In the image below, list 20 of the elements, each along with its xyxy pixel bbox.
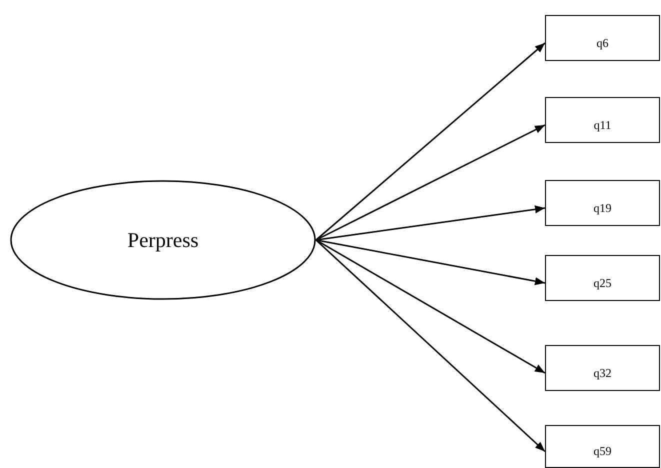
item-label: q25 (594, 276, 612, 290)
item-label: q11 (594, 118, 612, 132)
indicator-box (545, 15, 660, 61)
item-label: q6 (596, 36, 608, 50)
indicator-box (545, 97, 660, 143)
arrow (316, 239, 546, 452)
arrow (316, 205, 546, 241)
latent-variable-ellipse (10, 180, 316, 300)
item-label: q32 (594, 366, 612, 380)
item-label: q19 (594, 200, 612, 216)
indicator-box (545, 345, 660, 391)
indicator-box (545, 425, 660, 468)
indicator-box (545, 180, 660, 226)
indicator-box (545, 255, 660, 301)
arrow (316, 42, 546, 241)
arrow (316, 239, 546, 374)
variable-label: Perpress (127, 228, 199, 252)
arrow (316, 124, 546, 241)
arrow (316, 239, 546, 286)
item-label: q59 (594, 444, 612, 459)
